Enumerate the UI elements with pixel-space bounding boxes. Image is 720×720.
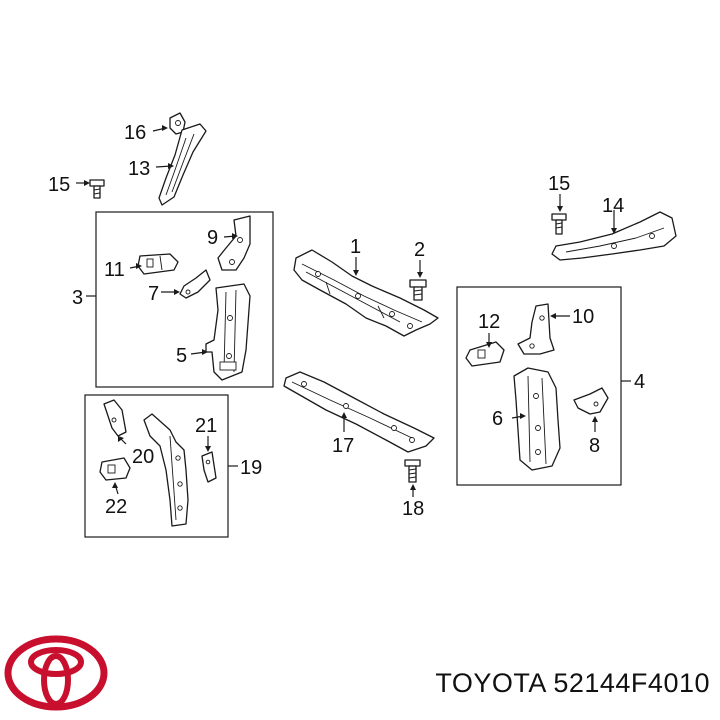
part-8-bracket <box>573 387 609 415</box>
part-17-lower-support <box>283 371 435 453</box>
callout-8: 8 <box>589 435 600 457</box>
group-box-4 <box>456 286 622 486</box>
part-1-upper-support <box>293 249 439 337</box>
callout-14: 14 <box>602 195 624 217</box>
callout-15-left: 15 <box>48 174 70 196</box>
callout-5: 5 <box>176 345 187 367</box>
callout-7: 7 <box>148 283 159 305</box>
part-11-bracket <box>137 253 179 275</box>
part-2-bolt <box>409 279 427 301</box>
callout-13: 13 <box>128 158 150 180</box>
part-21-bracket <box>201 451 217 483</box>
toyota-logo-icon <box>4 635 108 711</box>
callout-6: 6 <box>492 408 503 430</box>
callout-16: 16 <box>124 122 146 144</box>
part-12-bracket <box>465 341 505 367</box>
part-18-bolt <box>404 459 421 483</box>
part-19-upright-member <box>143 413 189 527</box>
part-6-side-member <box>513 367 561 471</box>
callout-9: 9 <box>207 227 218 249</box>
part-20-bracket <box>103 399 127 437</box>
part-13-upright-bracket <box>158 123 207 206</box>
part-22-bracket <box>99 457 131 481</box>
part-10-bracket <box>517 303 555 355</box>
callout-20: 20 <box>132 446 154 468</box>
callout-15-right: 15 <box>548 173 570 195</box>
callout-2: 2 <box>414 239 425 261</box>
part-15-bolt-right <box>551 213 567 235</box>
callout-12: 12 <box>478 311 500 333</box>
part-14-crossbar <box>551 211 677 261</box>
callout-3: 3 <box>72 287 83 309</box>
callout-17: 17 <box>332 435 354 457</box>
callout-19: 19 <box>240 457 262 479</box>
part-15-bolt-left <box>89 179 105 199</box>
callout-22: 22 <box>105 496 127 518</box>
group-box-3 <box>95 211 274 388</box>
part-7-bracket <box>179 269 211 299</box>
part-5-side-member <box>205 283 251 381</box>
leader-arrowheads <box>84 125 617 490</box>
part-number-caption: TOYOTA 52144F4010 <box>435 668 710 698</box>
callout-4: 4 <box>634 371 645 393</box>
callout-labels: 16 13 15 9 11 7 5 3 1 2 17 18 15 14 12 1… <box>48 122 645 520</box>
callout-11: 11 <box>104 259 125 281</box>
callout-10: 10 <box>572 306 594 328</box>
callout-18: 18 <box>402 498 424 520</box>
callout-21: 21 <box>195 415 217 437</box>
callout-1: 1 <box>350 236 361 258</box>
part-9-bracket <box>217 215 251 271</box>
